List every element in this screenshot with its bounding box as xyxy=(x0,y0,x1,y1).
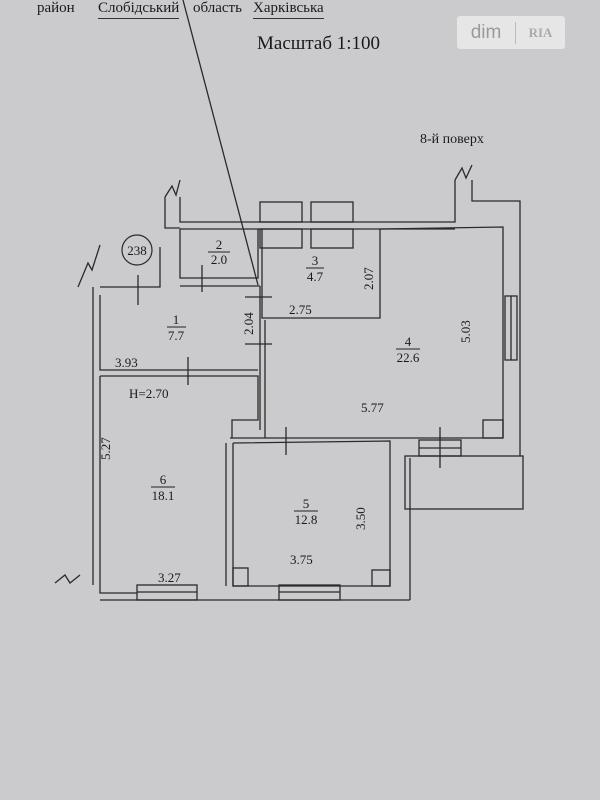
district-label: район xyxy=(37,0,75,16)
plan-label: 3.50 xyxy=(353,507,368,530)
room-4: 422.6 xyxy=(396,334,420,365)
plan-label: 2 xyxy=(216,237,223,252)
plan-label: 5.03 xyxy=(458,320,473,343)
room-3: 34.7 xyxy=(306,253,324,284)
plan-label: 3.93 xyxy=(115,355,138,370)
room-2: 22.0 xyxy=(208,237,230,267)
plan-label: 1 xyxy=(173,312,180,327)
plan-label: 2.75 xyxy=(289,302,312,317)
scale-label: Масштаб 1:100 xyxy=(257,33,381,54)
dimension-labels: 3.93 2.04 2.75 2.07 5.03 5.77 5.27 3.27 … xyxy=(98,267,473,585)
room-6: 618.1 xyxy=(151,472,175,503)
plan-label: 3.27 xyxy=(158,570,181,585)
floor-label: 8-й поверх xyxy=(420,132,484,147)
plan-label: 3 xyxy=(312,253,319,268)
plan-label: 2.0 xyxy=(211,252,227,267)
plan-label: 2.07 xyxy=(361,267,376,290)
watermark-ria: RIA xyxy=(528,24,553,40)
apartment-number-circle xyxy=(121,234,153,266)
plan-label: 7.7 xyxy=(168,328,185,343)
room-1: 17.7 xyxy=(167,312,186,343)
plan-label: 5 xyxy=(303,496,310,511)
plan-label: 3.75 xyxy=(290,552,313,567)
walls xyxy=(54,0,524,601)
plan-label: 5.77 xyxy=(361,400,384,415)
ceiling-height: H=2.70 xyxy=(129,386,168,401)
plan-label: 2.04 xyxy=(241,312,256,335)
plan-label: 18.1 xyxy=(152,488,175,503)
room-5: 512.8 xyxy=(294,496,318,527)
watermark-logo: dim RIA xyxy=(457,16,565,49)
plan-label: 12.8 xyxy=(295,512,318,527)
district-value: Слобідський xyxy=(98,0,180,19)
region-label: область xyxy=(193,0,242,16)
region-value: Харківська xyxy=(253,0,324,19)
plan-label: 5.27 xyxy=(98,437,113,460)
plan-label: 4.7 xyxy=(307,269,324,284)
plan-label: 6 xyxy=(160,472,167,487)
apartment-number: 238 xyxy=(127,243,147,258)
room-labels: 17.7 22.0 34.7 422.6 512.8 618.1 xyxy=(151,237,420,527)
plan-label: 4 xyxy=(405,334,412,349)
plan-label: 22.6 xyxy=(397,350,420,365)
watermark-dim: dim xyxy=(457,21,516,44)
